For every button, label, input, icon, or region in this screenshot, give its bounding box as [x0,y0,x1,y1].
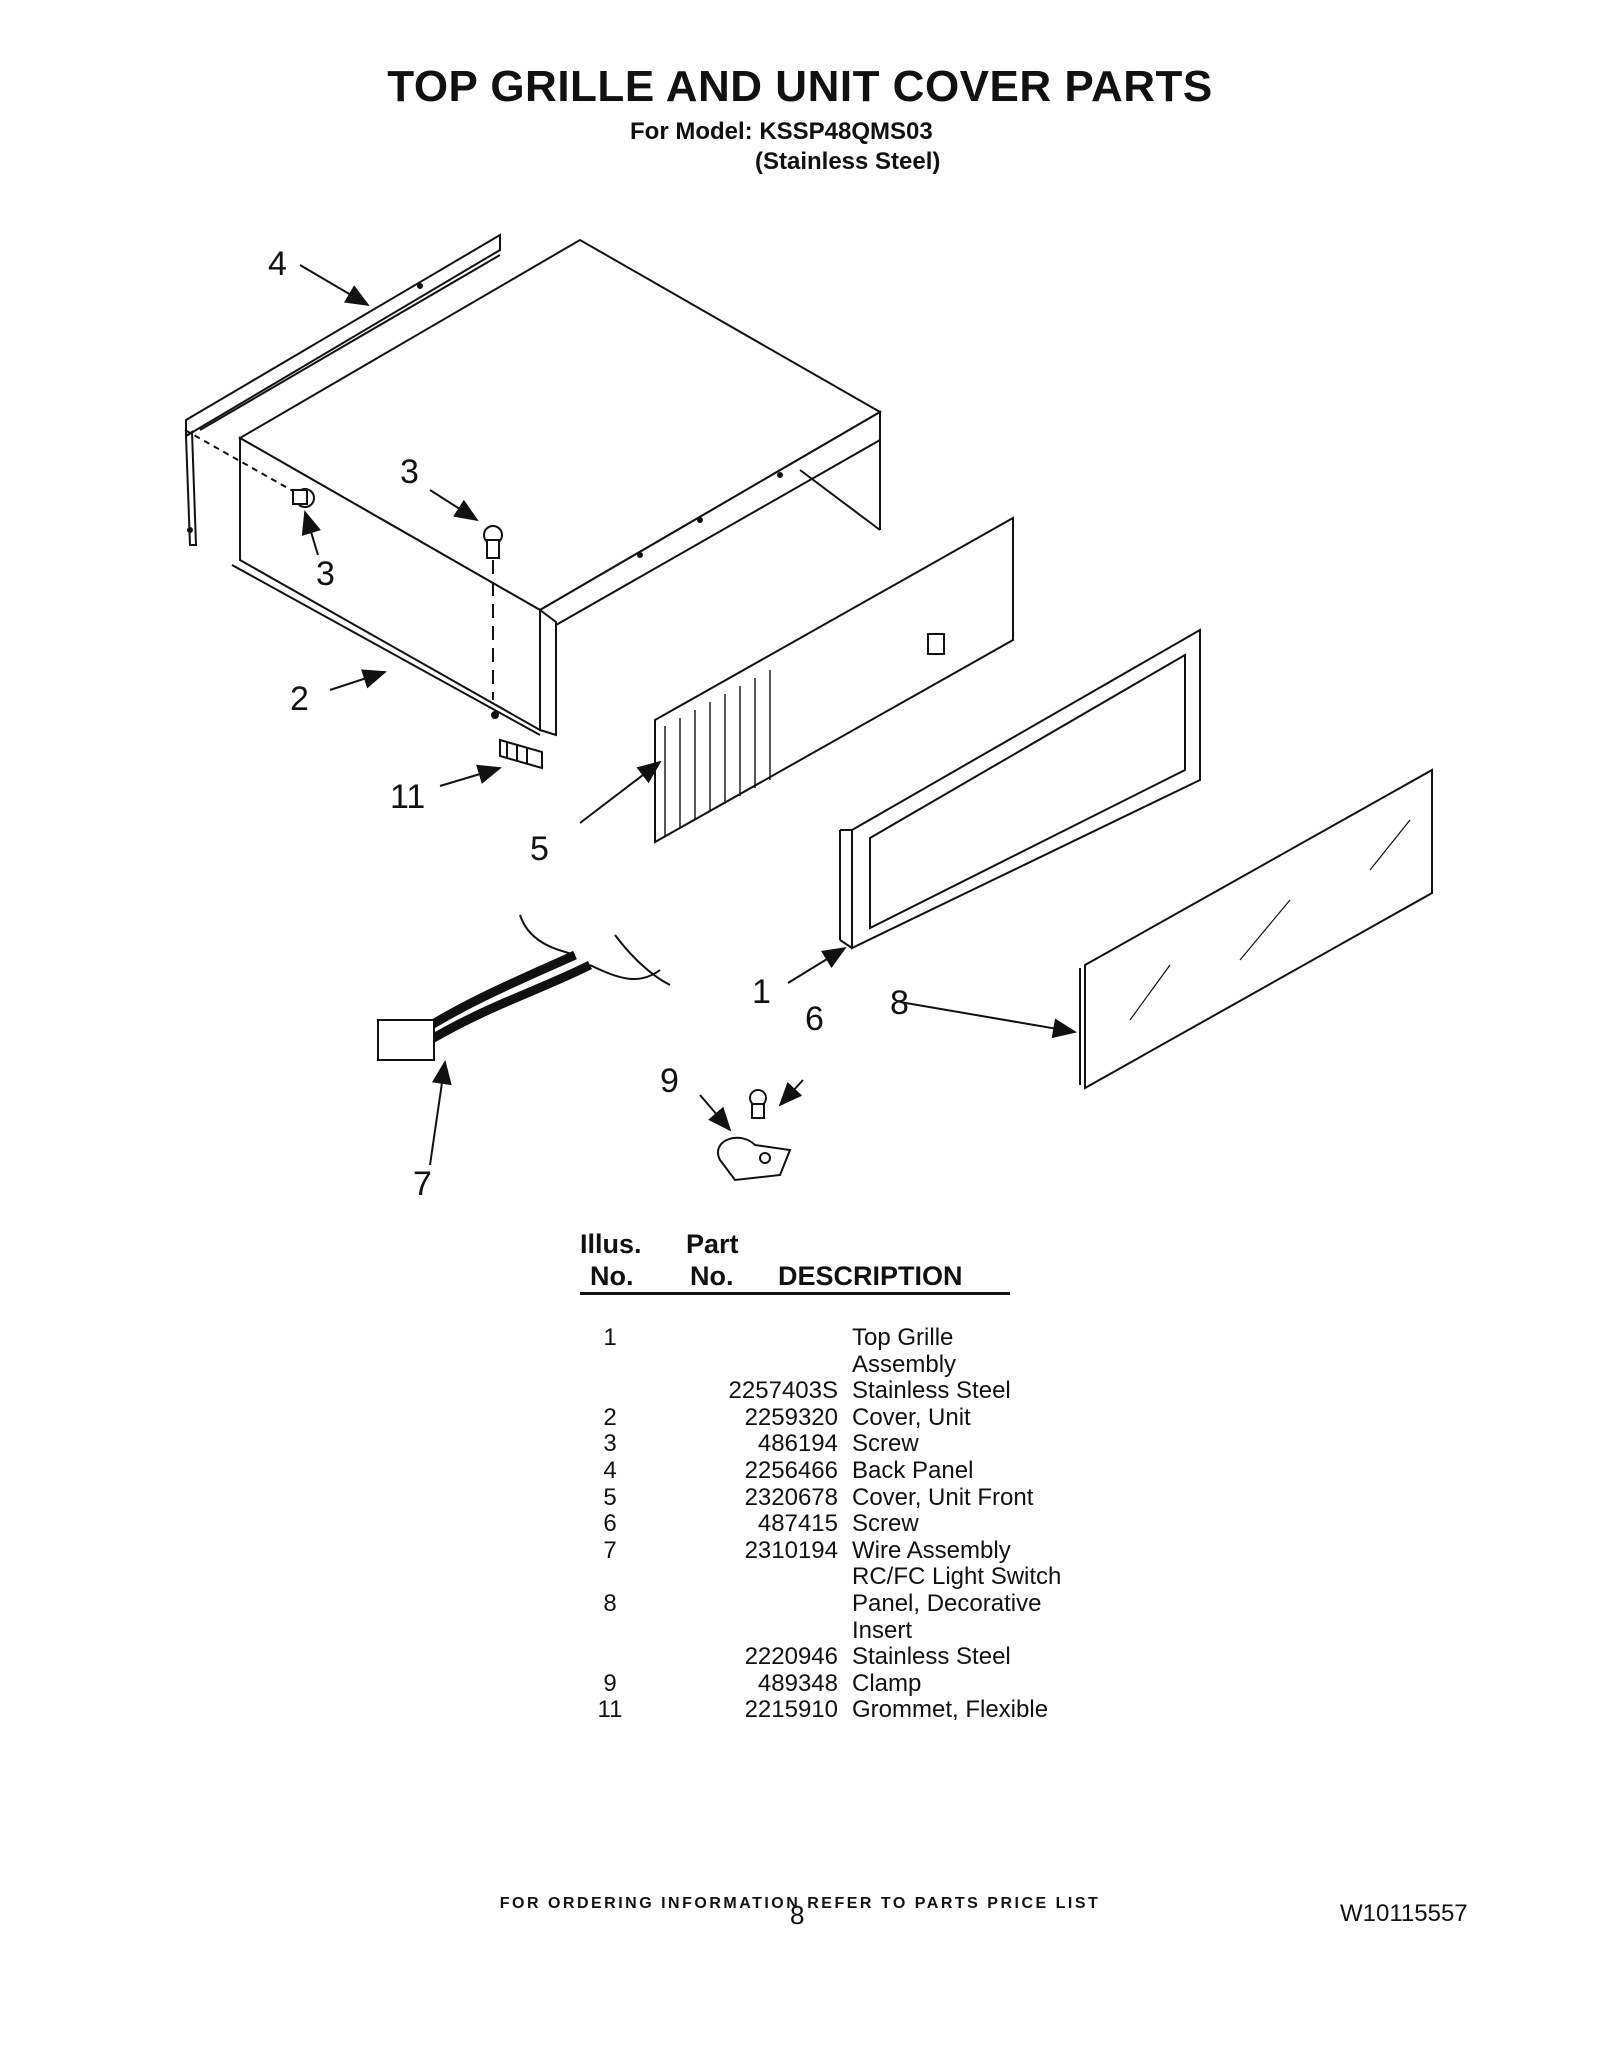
callout-7: 7 [413,1165,432,1203]
callout-4: 4 [268,245,287,283]
callout-11: 11 [390,778,425,816]
description-cell: Screw [852,1510,919,1538]
illus-no-cell [570,1618,650,1645]
part-header-line2: No. [690,1261,734,1291]
illus-no-cell [570,1644,650,1671]
illus-no-cell [570,1378,650,1405]
description-cell: Grommet, Flexible [852,1696,1049,1724]
page-number: 8 [790,1900,805,1930]
part-no-cell: 2256466 [744,1456,838,1484]
table-row: Assembly [570,1350,1061,1379]
wire-assembly-part [377,914,671,1061]
part-no-cell: 487415 [757,1510,838,1538]
table-row: 1 Top Grille [570,1324,1061,1352]
table-row: 5 2320678 Cover, Unit Front [570,1483,1061,1512]
description-cell: Wire Assembly [852,1536,1011,1564]
screw-part [184,429,315,508]
finish-line: (Stainless Steel) [755,148,941,175]
callout-5: 5 [530,830,549,868]
callout-3-left: 3 [316,555,335,593]
illus-no-cell: 11 [597,1696,623,1724]
part-no-cell: 2215910 [744,1696,838,1724]
document-id: W10115557 [1340,1900,1468,1927]
part-no-cell: 486194 [757,1430,838,1458]
table-row: 7 2310194 Wire Assembly [570,1536,1061,1565]
table-row: 9 489348 Clamp [570,1669,1061,1698]
table-row: 2257403S Stainless Steel [570,1378,1061,1405]
header-rule [580,1292,1010,1295]
callout-2: 2 [290,680,309,718]
table-row: 4 2256466 Back Panel [570,1456,1061,1485]
description-header: DESCRIPTION [778,1261,963,1291]
illus-no-cell: 1 [603,1324,617,1351]
part-no-cell [650,1325,852,1352]
table-row: 2 2259320 Cover, Unit [570,1403,1061,1432]
illus-no-cell: 6 [603,1510,617,1538]
description-cell: Assembly [852,1350,957,1378]
illus-no-cell: 8 [603,1589,617,1617]
table-row: 8 Panel, Decorative [570,1589,1061,1618]
description-cell: Clamp [852,1669,922,1697]
screw-part [483,525,503,700]
table-row: 6 487415 Screw [570,1511,1061,1538]
description-cell: Screw [852,1430,919,1458]
part-no-cell [650,1564,852,1591]
top-grille-part [839,628,1201,950]
callout-1: 1 [752,973,771,1011]
illus-no-cell: 3 [603,1430,617,1458]
description-cell: RC/FC Light Switch [852,1563,1062,1591]
description-cell: Top Grille [852,1324,954,1351]
callout-3-top: 3 [400,453,419,491]
illus-header-line2: No. [590,1261,634,1291]
unit-front-cover-part [654,516,1014,844]
part-no-cell: 2259320 [744,1403,838,1431]
illus-no-cell [570,1352,650,1379]
part-no-cell [650,1591,852,1618]
table-row: 2220946 Stainless Steel [570,1644,1061,1671]
clamp-part [717,1136,792,1182]
model-line: For Model: KSSP48QMS03 [630,118,933,145]
part-no-cell: 2310194 [744,1536,838,1564]
decorative-insert-panel-part [1079,768,1433,1090]
page-title: TOP GRILLE AND UNIT COVER PARTS [387,62,1213,111]
illus-no-cell: 7 [603,1536,617,1564]
description-cell: Stainless Steel [852,1643,1011,1671]
illus-header-line1: Illus. [580,1229,642,1259]
part-no-cell: 2220946 [744,1643,838,1671]
part-no-cell: 2257403S [728,1377,838,1405]
description-cell: Cover, Unit Front [852,1483,1034,1511]
description-cell: Panel, Decorative [852,1589,1042,1617]
description-cell: Back Panel [852,1456,974,1484]
part-header-line1: Part [686,1229,739,1259]
exploded-parts-diagram: 4 3 3 2 11 5 1 6 8 9 7 [184,233,1433,1203]
callout-6: 6 [805,1000,824,1038]
illus-no-cell [570,1564,650,1591]
table-row: Insert [570,1616,1061,1645]
callout-8: 8 [890,984,909,1022]
description-cell: Cover, Unit [852,1403,971,1431]
description-cell: Stainless Steel [852,1377,1011,1405]
description-cell: Insert [852,1616,913,1644]
table-row: 3 486194 Screw [570,1431,1061,1458]
grommet-part [499,738,543,770]
callout-9: 9 [660,1062,679,1100]
table-row: RC/FC Light Switch [570,1564,1061,1591]
illus-no-cell: 2 [603,1403,617,1431]
illus-no-cell: 5 [603,1483,617,1511]
table-row: 11 2215910 Grommet, Flexible [570,1697,1061,1724]
part-no-cell: 489348 [757,1669,838,1697]
ordering-note: FOR ORDERING INFORMATION REFER TO PARTS … [499,1895,1101,1912]
part-no-cell [650,1618,852,1645]
part-no-cell: 2320678 [744,1483,838,1511]
part-no-cell [650,1352,852,1379]
screw-part [749,1089,767,1119]
illus-no-cell: 4 [603,1456,617,1484]
illus-no-cell: 9 [603,1669,617,1697]
